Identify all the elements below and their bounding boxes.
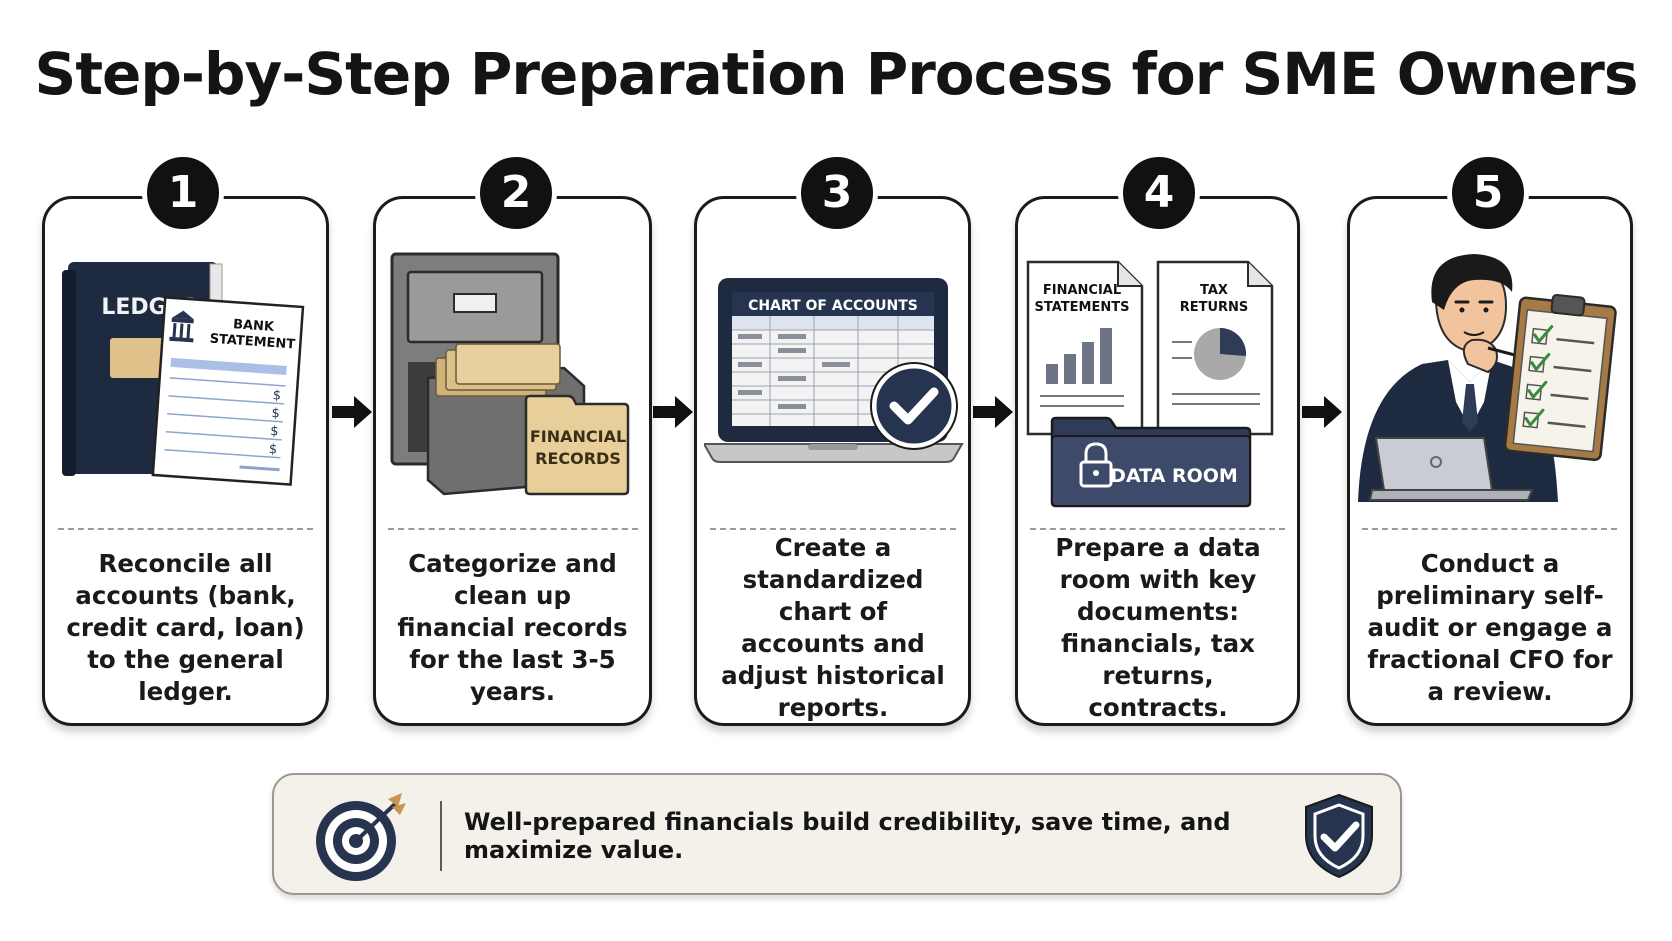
banner-text: Well-prepared financials build credibili… (464, 808, 1231, 864)
statement-label: STATEMENT (209, 332, 296, 353)
dollar-mark: $ (271, 406, 280, 422)
bank-label: BANK (233, 317, 276, 335)
step-description-4: Prepare a data room with key documents: … (1055, 533, 1261, 722)
arrow-right-icon (1302, 396, 1342, 428)
step-divider-2 (388, 528, 638, 530)
step-number-badge-1: 1 (142, 152, 224, 234)
step-divider-5 (1362, 528, 1617, 530)
arrow-right-icon (332, 396, 372, 428)
financial-records-label-1: FINANCIAL (530, 427, 626, 446)
step-divider-3 (710, 528, 956, 530)
tax-returns-label-1: TAX (1200, 283, 1228, 298)
shield-check-icon (1305, 793, 1373, 879)
step-description-2: Categorize and clean up financial record… (397, 549, 628, 706)
step-description-1: Reconcile all accounts (bank, credit car… (66, 549, 305, 706)
financial-statements-label-1: FINANCIAL (1043, 283, 1121, 298)
arrow-right-icon (653, 396, 693, 428)
step-number-badge-2: 2 (475, 152, 557, 234)
summary-banner: Well-prepared financials build credibili… (272, 773, 1402, 895)
laptop-chart-of-accounts-illustration: CHART OF ACCOUNTS (704, 278, 964, 463)
dollar-mark: $ (268, 442, 277, 458)
ledger-bank-statement-illustration: LEDGER BANK STATEMENT $ $ $ $ (62, 262, 305, 486)
filing-cabinet-illustration: FINANCIAL RECORDS (390, 252, 630, 496)
target-arrow-icon (316, 793, 406, 881)
dollar-mark: $ (270, 424, 279, 440)
banner-separator (440, 801, 442, 871)
step-number-badge-4: 4 (1118, 152, 1200, 234)
step-number-badge-3: 3 (796, 152, 878, 234)
step-description-3: Create a standardized chart of accounts … (721, 533, 945, 722)
arrow-right-icon (973, 396, 1013, 428)
step-number-badge-5: 5 (1447, 152, 1529, 234)
data-room-label: DATA ROOM (1110, 465, 1238, 487)
step-divider-1 (58, 528, 313, 530)
advisor-with-checklist-illustration (1358, 254, 1617, 502)
chart-of-accounts-label: CHART OF ACCOUNTS (748, 298, 918, 314)
financial-statements-label-2: STATEMENTS (1035, 300, 1130, 315)
financial-records-label-2: RECORDS (535, 449, 621, 468)
data-room-documents-illustration: FINANCIAL STATEMENTS TAX RETURNS DATA RO… (1026, 260, 1274, 508)
dollar-mark: $ (272, 388, 281, 404)
tax-returns-label-2: RETURNS (1180, 300, 1249, 315)
step-divider-4 (1030, 528, 1285, 530)
page-title: Step-by-Step Preparation Process for SME… (34, 40, 1639, 108)
step-description-5: Conduct a preliminary self-audit or enga… (1367, 549, 1613, 706)
